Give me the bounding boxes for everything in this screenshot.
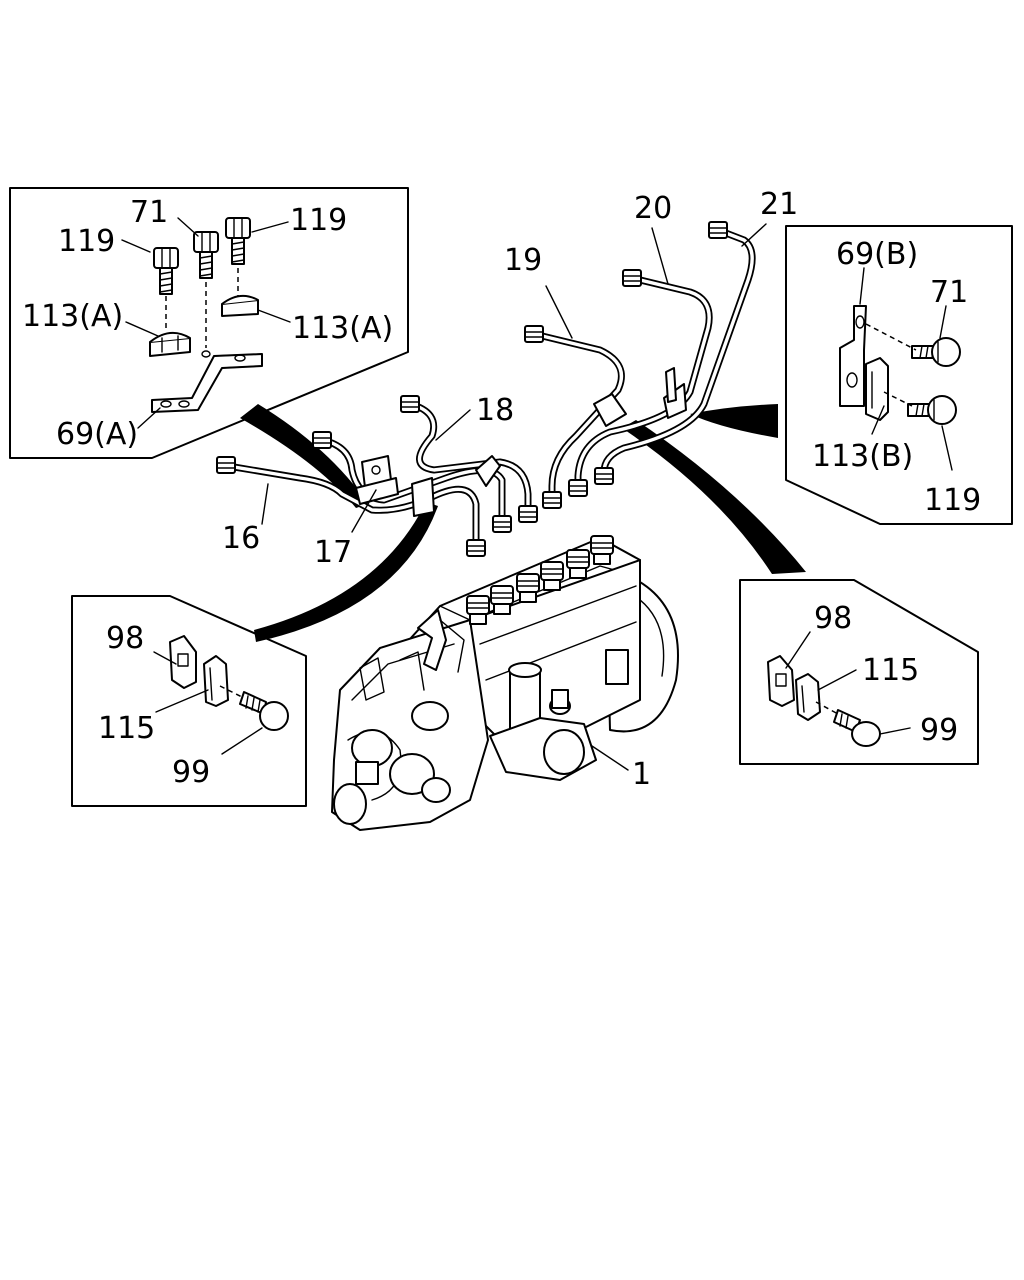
callout-71-right: 71 bbox=[930, 275, 968, 310]
bolt-71 bbox=[193, 231, 219, 279]
callout-119-lower: 119 bbox=[924, 483, 981, 518]
clip-98-right bbox=[767, 655, 795, 707]
callout-115-left: 115 bbox=[98, 711, 155, 746]
callout-19: 19 bbox=[504, 243, 542, 278]
bolt-119-left bbox=[153, 247, 179, 295]
pipe-19 bbox=[524, 325, 625, 509]
pipe-18 bbox=[400, 395, 538, 523]
bracket-69a bbox=[151, 350, 263, 413]
callout-99-left: 99 bbox=[172, 755, 210, 790]
inset-top-right-frame bbox=[785, 225, 1013, 525]
pipe-16 bbox=[216, 456, 486, 557]
pointer-wedge-top-left bbox=[240, 404, 368, 508]
clip-98-left bbox=[169, 635, 197, 689]
feed-pump bbox=[489, 662, 597, 781]
bolt-99-left bbox=[239, 691, 289, 731]
bracket-69b bbox=[839, 305, 867, 407]
callout-18: 18 bbox=[476, 393, 514, 428]
callout-98-right: 98 bbox=[814, 601, 852, 636]
pipe-clamp-17 bbox=[355, 455, 435, 517]
bolt-71-right bbox=[911, 337, 961, 367]
main-callouts: 16 17 18 19 20 21 1 bbox=[222, 187, 798, 792]
injection-pipes bbox=[216, 221, 756, 557]
callout-16: 16 bbox=[222, 521, 260, 556]
inset-top-right: 69(B) 71 113(B) 119 bbox=[785, 225, 1013, 525]
callout-21: 21 bbox=[760, 187, 798, 222]
clamp-115-left bbox=[203, 655, 229, 707]
callout-17: 17 bbox=[314, 535, 352, 570]
callout-69a: 69(A) bbox=[56, 417, 138, 452]
inset-bottom-right: 98 115 99 bbox=[739, 579, 979, 765]
callout-69b: 69(B) bbox=[836, 237, 918, 272]
clamp-115-right bbox=[795, 673, 821, 721]
callout-119-right: 119 bbox=[290, 203, 347, 238]
inset-bottom-left: 98 115 99 bbox=[71, 595, 307, 807]
pointer-wedge-bottom-right bbox=[622, 420, 806, 574]
inset-top-left-frame bbox=[9, 187, 409, 459]
bolt-119-lower bbox=[907, 395, 957, 425]
pipe-clamp-right bbox=[593, 367, 687, 427]
bolt-119-right bbox=[225, 217, 251, 265]
callout-20: 20 bbox=[634, 191, 672, 226]
bolt-99-right bbox=[833, 709, 881, 747]
inset-bottom-left-frame bbox=[71, 595, 307, 807]
clamp-113a-left bbox=[149, 331, 191, 357]
inset-top-left: 119 71 119 113(A) 113(A) 69(A) bbox=[9, 187, 409, 459]
inset-bottom-right-frame bbox=[739, 579, 979, 765]
clamp-113b bbox=[865, 357, 889, 421]
clamp-113a-right bbox=[221, 294, 259, 317]
pipe-21 bbox=[594, 221, 756, 485]
callout-113b: 113(B) bbox=[812, 439, 913, 474]
injection-pump bbox=[331, 535, 679, 831]
callout-119-left: 119 bbox=[58, 224, 115, 259]
callout-98-left: 98 bbox=[106, 621, 144, 656]
callout-1: 1 bbox=[632, 757, 651, 792]
pipe-clamp-center bbox=[475, 455, 501, 487]
callout-113a-right: 113(A) bbox=[292, 311, 393, 346]
callout-71-left: 71 bbox=[130, 195, 168, 230]
pointer-wedge-bottom-left bbox=[254, 502, 438, 642]
pointer-wedge-top-right bbox=[690, 404, 778, 438]
callout-99-right: 99 bbox=[920, 713, 958, 748]
callout-115-right: 115 bbox=[862, 653, 919, 688]
detail-pointers bbox=[240, 404, 806, 642]
callout-113a-left: 113(A) bbox=[22, 299, 123, 334]
